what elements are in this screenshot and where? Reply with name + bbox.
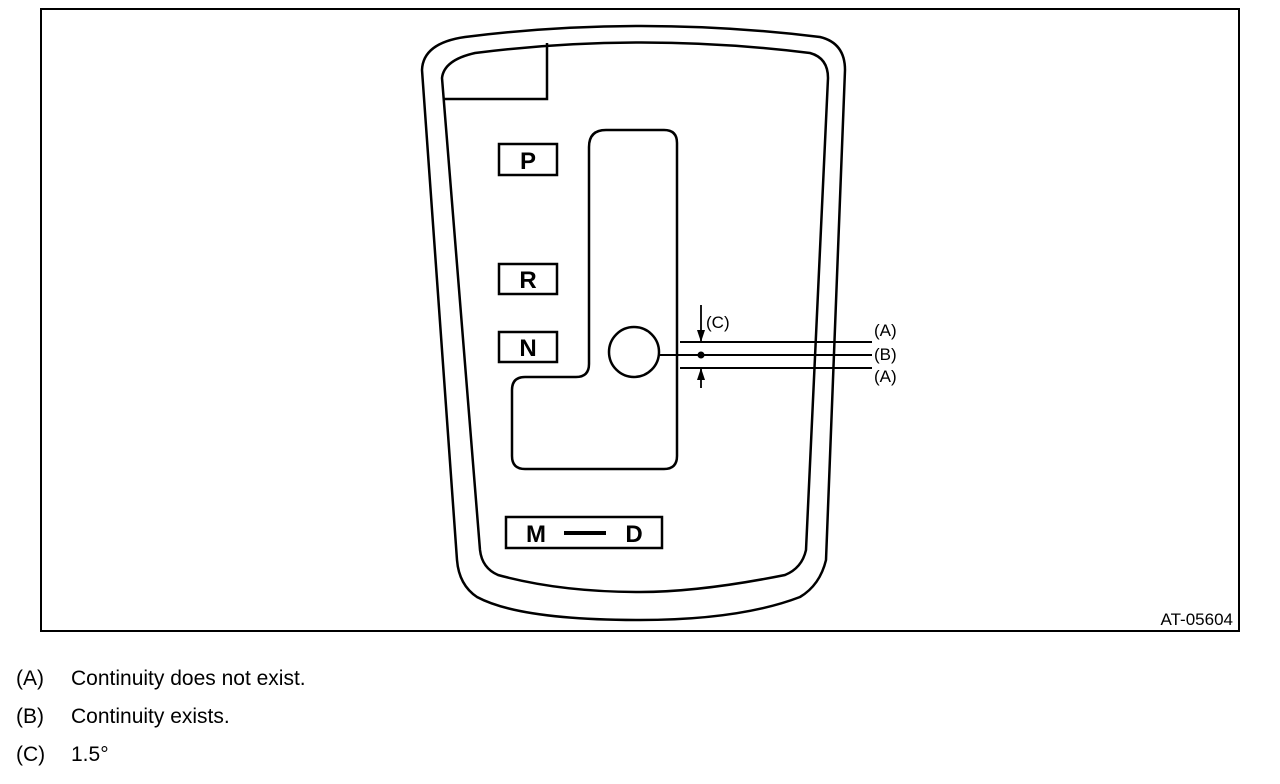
callout-b: (B) [874,345,897,364]
callout-a-upper: (A) [874,321,897,340]
gear-label-p-text: P [520,148,536,175]
figure-frame [40,8,1240,632]
legend-key: (B) [16,705,44,728]
gear-label-p: P [497,142,559,177]
figure-id: AT-05604 [1161,610,1233,629]
legend-row-b: (B) Continuity exists. [16,698,306,736]
corner-notch [444,43,549,101]
console-inner-outline [440,41,830,594]
legend-row-a: (A) Continuity does not exist. [16,660,306,698]
gear-label-n-text: N [519,335,536,362]
mode-gate-m-text: M [526,521,546,548]
angle-dimension-arrows [697,305,705,388]
legend: (A) Continuity does not exist. (B) Conti… [16,660,306,774]
legend-text: Continuity does not exist. [71,667,306,690]
legend-row-c: (C) 1.5° [16,736,306,774]
mode-gate-d-text: D [625,521,642,548]
legend-text: 1.5° [71,743,109,766]
gear-label-n: N [497,330,559,364]
shift-lever-circle [607,325,661,379]
console-outer-outline [420,24,847,622]
gear-label-r: R [497,262,559,296]
reference-point [697,351,705,359]
legend-key: (A) [16,667,44,690]
gear-label-r-text: R [519,267,536,294]
mode-gate-label: M D [504,515,664,550]
shift-gate-diagram: P R N M D (C) (A) (B) (A) AT-05604 [420,24,1233,629]
legend-text: Continuity exists. [71,705,230,728]
callout-a-lower: (A) [874,367,897,386]
callout-c: (C) [706,313,730,332]
legend-key: (C) [16,743,46,766]
shift-gate-slot [510,128,679,471]
